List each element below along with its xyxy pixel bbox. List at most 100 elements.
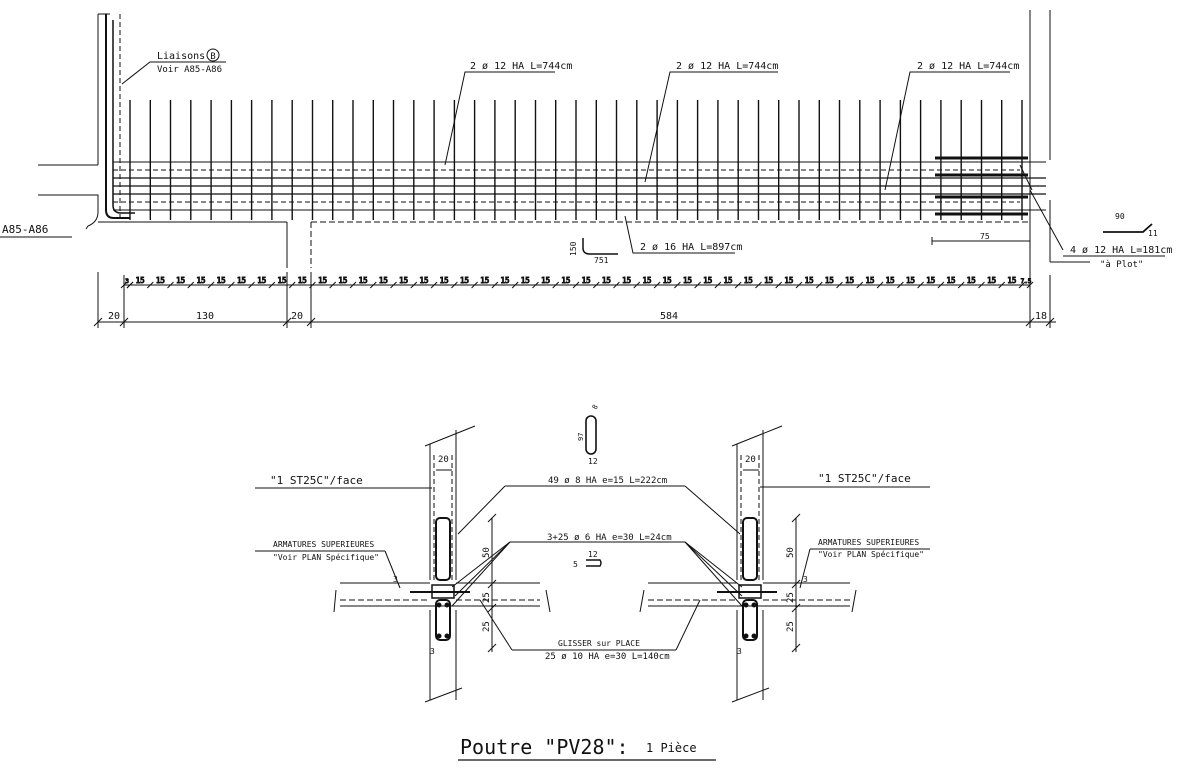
right-col-width: 20 [745, 455, 756, 465]
spacing-value: 15 [987, 276, 996, 285]
spacing-last: 7.5 [1021, 278, 1032, 285]
left-top-note-ref: "Voir PLAN Spécifique" [273, 552, 379, 562]
spacing-tick [856, 281, 864, 289]
spacing-value: 15 [764, 276, 773, 285]
spacing-tick [390, 281, 397, 289]
spacing-value: 15 [338, 276, 347, 285]
right-st25c: "1 ST25C"/face [818, 472, 911, 485]
right-dim-25b: 25 [786, 621, 796, 632]
spacing-value: 15 [136, 276, 145, 285]
right-top-note-ref: "Voir PLAN Spécifique" [818, 549, 924, 559]
pin-shape: 12 5 [573, 550, 602, 569]
spacing-value: 15 [460, 276, 469, 285]
spacing-tick [207, 281, 215, 289]
spacing-value: 15 [1007, 276, 1016, 285]
spacing-tick [491, 281, 499, 289]
right-dim-50: 50 [786, 547, 796, 558]
cover-left-col: 3 [430, 647, 435, 656]
dim-20-mid: 20 [291, 311, 303, 322]
title-main: Poutre "PV28": [460, 735, 629, 759]
stirrups-callout [457, 485, 741, 535]
spacing-value: 15 [399, 276, 408, 285]
spacing-tick [653, 281, 661, 289]
left-col-width: 20 [438, 455, 449, 465]
spacing-tick [795, 281, 803, 289]
stirrup-lines [129, 100, 1023, 220]
spacing-tick [572, 281, 580, 289]
spacing-tick [288, 281, 296, 289]
spacing-tick [511, 281, 519, 289]
title-sub: 1 Pièce [646, 741, 697, 755]
spacing-tick [714, 281, 722, 289]
spacing-tick [532, 281, 539, 289]
section-dimensions [487, 513, 801, 653]
bottom-bar-label: 2 ø 16 HA L=897cm [640, 242, 742, 253]
sheet-title: Poutre "PV28": 1 Pièce [458, 735, 716, 761]
spacing-tick [897, 281, 904, 289]
spacing-tick [917, 281, 924, 289]
side-ref-text: A85-A86 [2, 223, 48, 236]
top-bar-label-3: 2 ø 12 HA L=744cm [917, 61, 1019, 72]
spacing-tick [552, 281, 560, 289]
spacing-value: 15 [967, 276, 976, 285]
spacing-value: 15 [500, 276, 509, 285]
spacing-value: 15 [440, 276, 449, 285]
spacing-tick [633, 281, 641, 289]
spacing-tick [349, 281, 357, 289]
left-top-note: ARMATURES SUPERIEURES "Voir PLAN Spécifi… [255, 540, 401, 589]
spacing-tick [775, 281, 783, 289]
spacing-tick [329, 281, 337, 289]
stirrup-shape-c: 8 [591, 403, 600, 411]
spacing-value: 15 [602, 276, 611, 285]
left-st25c: "1 ST25C"/face [270, 474, 363, 487]
right-top-note: ARMATURES SUPERIEURES "Voir PLAN Spécifi… [799, 538, 930, 589]
spacing-tick [957, 281, 965, 289]
spacing-tick [836, 281, 843, 289]
end-bars-note: "à Plot" [1100, 260, 1143, 270]
glisser-label: GLISSER sur PLACE [558, 639, 640, 648]
spacing-tick [228, 281, 235, 289]
liaisons-label: Liaisons B Voir A85-A86 [121, 48, 226, 85]
spacing-tick [734, 281, 742, 289]
stirrup-shape: 97 12 8 [577, 403, 600, 466]
pins-callout [451, 541, 743, 607]
pin-shape-b: 5 [573, 560, 578, 569]
pins-label: 3+25 ø 6 HA e=30 L=24cm [547, 533, 672, 543]
spacing-value: 15 [277, 276, 286, 285]
liaisons-ref: Voir A85-A86 [157, 65, 222, 75]
spacing-tick [815, 281, 823, 289]
spacing-value: 15 [196, 276, 205, 285]
spacing-value: 15 [703, 276, 712, 285]
spacing-tick [167, 281, 174, 289]
spacing-tick [998, 281, 1006, 289]
top-bar-callout-2: 2 ø 12 HA L=744cm [644, 61, 778, 183]
bottom-bar-callout: 2 ø 16 HA L=897cm 150 751 [569, 215, 742, 265]
spacing-value: 15 [744, 276, 753, 285]
spacing-value: 15 [582, 276, 591, 285]
spacing-tick [978, 281, 985, 289]
spacing-value: 15 [865, 276, 874, 285]
spacing-value: 15 [541, 276, 550, 285]
spacing-tick [430, 281, 438, 289]
stirrup-shape-a: 97 [577, 433, 585, 441]
spacing-tick [592, 281, 600, 289]
spacing-value: 15 [176, 276, 185, 285]
end-shape-end: 11 [1148, 229, 1158, 238]
stirrups-label: 49 ø 8 HA e=15 L=222cm [548, 476, 667, 486]
spacing-tick [1018, 281, 1026, 289]
bottom-bars-label: 25 ø 10 HA e=30 L=140cm [545, 652, 670, 662]
spacing-value: 15 [318, 276, 327, 285]
spacing-value: 15 [642, 276, 651, 285]
side-ref-label: A85-A86 [0, 223, 72, 238]
end-shape-top: 90 [1115, 212, 1125, 221]
left-st25c-callout: "1 ST25C"/face [255, 474, 432, 489]
spacing-value: 15 [886, 276, 895, 285]
spacing-value: 15 [906, 276, 915, 285]
spacing-value: 15 [805, 276, 814, 285]
liaisons-text: Liaisons [157, 51, 205, 62]
spacing-tick [694, 281, 701, 289]
end-length: 75 [980, 232, 990, 241]
right-slab [639, 582, 857, 613]
spacing-value: 15 [480, 276, 489, 285]
